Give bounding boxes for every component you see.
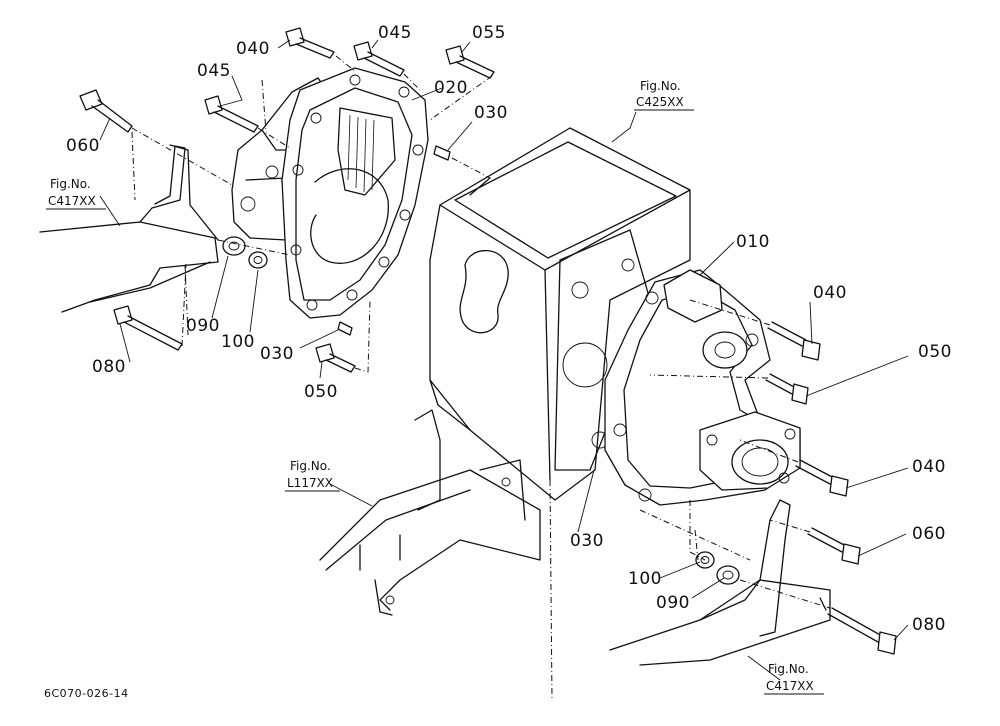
fig-ref-c425: Fig.No. C425XX xyxy=(634,79,694,111)
label-040-right-lower: 040 xyxy=(912,457,946,477)
fig-ref-c417-left-code: C417XX xyxy=(48,194,96,208)
label-020: 020 xyxy=(434,78,468,98)
fig-ref-c417-right-title: Fig.No. xyxy=(768,662,809,676)
bolt-040-right-lower xyxy=(795,459,849,497)
label-055: 055 xyxy=(472,23,506,43)
fig-ref-c417-left: Fig.No. C417XX xyxy=(46,177,106,210)
label-060-left: 060 xyxy=(66,136,100,156)
assembly-axes xyxy=(131,55,831,609)
fig-ref-l117-code: L117XX xyxy=(287,476,333,490)
figure-code: 6C070-026-14 xyxy=(44,687,129,700)
label-050-right: 050 xyxy=(918,342,952,362)
bolt-080-left xyxy=(113,305,183,351)
lower-frame-l117 xyxy=(319,409,553,701)
plug-090-left xyxy=(222,236,246,256)
pin-030-top xyxy=(433,145,451,161)
label-090-left: 090 xyxy=(186,316,220,336)
fig-ref-c417-left-title: Fig.No. xyxy=(50,177,91,191)
fig-ref-c425-title: Fig.No. xyxy=(640,79,681,93)
gear-housing-010 xyxy=(663,269,801,491)
label-040-top: 040 xyxy=(236,39,270,59)
left-frame-rail xyxy=(39,131,219,336)
bolt-040-right-upper xyxy=(767,321,821,361)
label-050-left: 050 xyxy=(304,382,338,402)
plug-090-right xyxy=(716,565,740,585)
fig-ref-l117-title: Fig.No. xyxy=(290,459,331,473)
label-100-left: 100 xyxy=(221,332,255,352)
fig-ref-c417-right-code: C417XX xyxy=(766,679,814,693)
bolt-050-left xyxy=(315,343,356,373)
label-080-right: 080 xyxy=(912,615,946,635)
label-030-mid: 030 xyxy=(570,531,604,551)
bolt-040-top xyxy=(285,27,335,59)
bolt-080-right xyxy=(827,607,897,655)
label-045-left: 045 xyxy=(197,61,231,81)
bolt-060-right xyxy=(807,527,861,565)
fig-ref-c417-right: Fig.No. C417XX xyxy=(764,662,824,695)
label-010: 010 xyxy=(736,232,770,252)
label-100-right: 100 xyxy=(628,569,662,589)
fig-ref-l117: Fig.No. L117XX xyxy=(285,459,340,492)
label-030-left: 030 xyxy=(260,344,294,364)
label-060-right: 060 xyxy=(912,524,946,544)
label-030-top: 030 xyxy=(474,103,508,123)
fig-ref-c425-code: C425XX xyxy=(636,95,684,109)
label-080-left: 080 xyxy=(92,357,126,377)
leader-lines xyxy=(99,39,909,681)
washer-100-left xyxy=(248,251,268,269)
left-cover-plate-020 xyxy=(281,67,429,319)
label-040-right-upper: 040 xyxy=(813,283,847,303)
bolt-045-top xyxy=(353,41,405,77)
bolt-050-right xyxy=(765,373,809,405)
pin-030-left xyxy=(337,321,353,336)
label-045-top: 045 xyxy=(378,23,412,43)
bolt-055 xyxy=(445,45,495,79)
bolt-045-left xyxy=(204,95,259,133)
label-090-right: 090 xyxy=(656,593,690,613)
bolt-060-left xyxy=(79,89,133,133)
